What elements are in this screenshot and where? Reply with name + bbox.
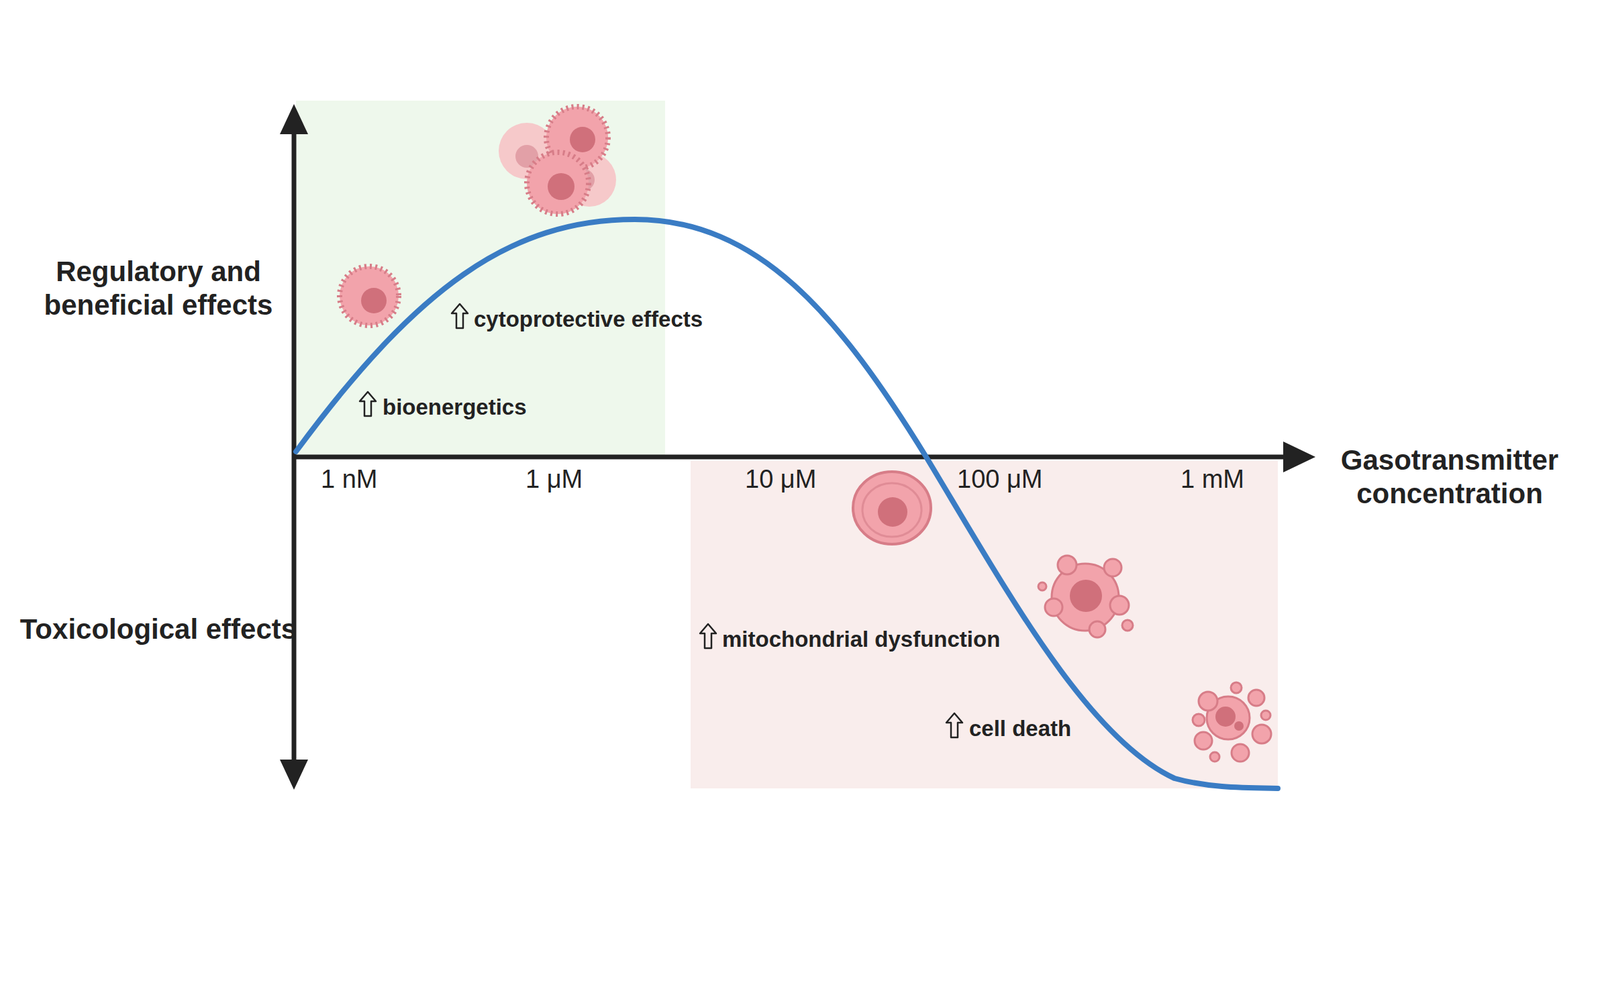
cell-body [339,266,399,326]
cell-icon [339,266,399,326]
effect-label: cell death [966,715,1074,743]
cell-cluster-icon [498,106,617,215]
axis-arrowhead [1283,441,1316,473]
beneficial-zone [295,100,666,458]
increase-arrow [946,713,963,738]
cell-fragment [1194,732,1213,750]
cell-bleb [1104,559,1122,577]
cell-fragment [1230,682,1242,694]
axis-title: Gasotransmitter concentration [1315,443,1584,512]
cell-bleb [1122,620,1133,631]
cell-fragment [1261,710,1271,721]
cell-fragment [1248,689,1265,707]
cell-nucleus [569,126,596,153]
tick-label: 1 nM [320,464,378,496]
increase-arrow [359,391,376,417]
effect-label: cytoprotective effects [473,306,703,333]
toxic-zone [690,461,1278,789]
axis-title: Toxicological effects [17,612,300,647]
increase-arrows [359,304,963,738]
cell-nucleus [361,287,387,314]
y-axis [291,120,297,772]
apoptotic-cell-icon [1192,682,1272,762]
tick-label: 1 μM [525,464,583,496]
tick-label: 100 μM [954,464,1046,496]
cell-body [342,269,396,323]
cell-fragment [1210,752,1220,762]
axis-arrowhead [279,104,309,135]
tick-label: 10 μM [742,464,819,496]
cell-body [526,152,589,215]
tick-label: 1 mM [1177,464,1247,496]
increase-arrow [451,304,468,329]
increase-arrow [700,624,717,649]
cell-fragment [1198,691,1218,711]
cell-nucleus [1069,579,1103,613]
cell-nucleus [1215,706,1236,727]
cell-nucleus [1234,721,1244,731]
cell-bleb [1057,555,1077,575]
cell-fragment [1252,724,1272,744]
effect-label: mitochondrial dysfunction [719,626,1003,654]
cell-body [529,155,586,212]
cell-bleb [1089,621,1106,638]
axis-arrowhead [279,759,309,790]
cell-fragment [1192,714,1205,727]
cell-fragment [1231,744,1249,762]
x-axis [293,455,1289,460]
cell-nucleus [547,173,575,200]
cell-membrane [862,483,922,537]
cell-nucleus [877,497,908,527]
effect-label: bioenergetics [379,393,530,421]
cell-bleb [1044,598,1063,617]
stressed-cell-icon [853,471,931,545]
blebbing-cell-icon [1038,555,1133,638]
axis-title: Regulatory and beneficial effects [17,255,300,323]
cell-bleb [1038,582,1047,591]
cell-body [853,471,931,545]
response-curve [295,219,1278,789]
cell-bleb [1110,595,1129,615]
